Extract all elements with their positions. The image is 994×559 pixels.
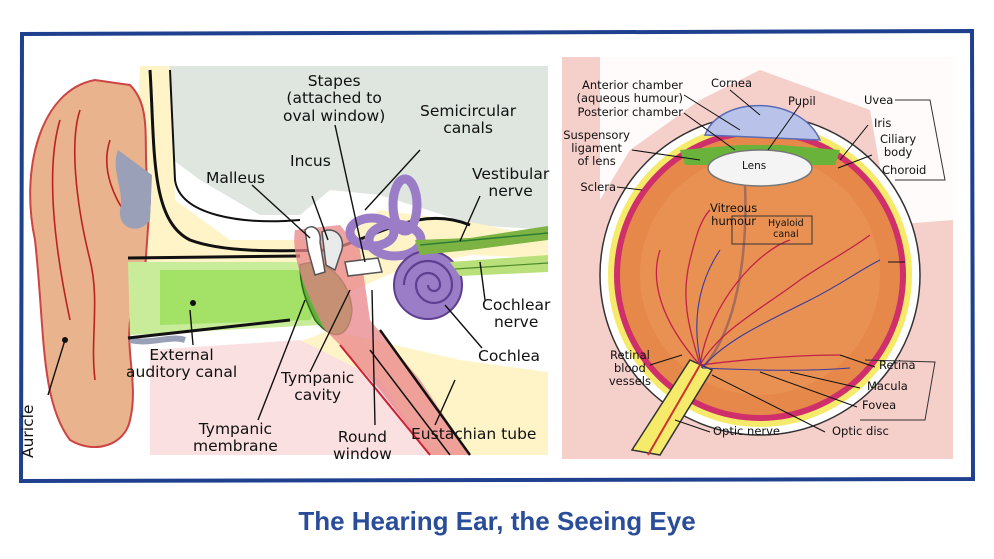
label-line: of lens <box>577 153 616 168</box>
label-line: Vitreous <box>710 201 758 215</box>
label-line: canals <box>443 119 493 138</box>
label-line: Vestibular <box>472 165 550 183</box>
label-tympanic-cavity: Tympanic cavity <box>281 369 355 405</box>
label-line: blood <box>613 360 646 375</box>
label-lens: Lens <box>742 160 767 172</box>
label-cornea: Cornea <box>711 76 753 90</box>
page-title: The Hearing Ear, the Seeing Eye <box>298 506 696 536</box>
label-line: (aqueous humour) <box>576 90 684 105</box>
label-vestibular-nerve: Vestibular nerve <box>472 165 550 201</box>
lens-shape <box>707 149 813 187</box>
label-line: ligament <box>571 140 622 155</box>
label-line: canal <box>773 228 799 240</box>
label-line: cavity <box>294 386 342 405</box>
label-line: Tympanic <box>281 369 355 387</box>
label-cochlea: Cochlea <box>478 347 540 365</box>
label-line: auditory canal <box>126 363 238 382</box>
label-line: Ciliary <box>880 132 917 146</box>
eye-illustration <box>562 57 953 459</box>
optic-nerve-shape <box>630 359 714 456</box>
label-line: (attached to <box>286 89 382 108</box>
cornea-shape <box>703 104 822 141</box>
vestibular-nerve-shape <box>415 226 548 255</box>
label-round-window: Round window <box>333 428 392 464</box>
label-line: Anterior chamber <box>581 78 683 92</box>
stapes-shape <box>344 257 383 277</box>
cochlea-shape <box>393 250 463 320</box>
label-line: Round <box>337 428 387 446</box>
label-line: Retinal <box>610 348 650 362</box>
outer-frame <box>18 28 976 484</box>
label-macula: Macula <box>867 379 908 393</box>
label-line: Cochlear <box>482 296 551 314</box>
label-stapes: Stapes (attached to oval window) <box>283 72 386 125</box>
label-pupil: Pupil <box>788 94 816 108</box>
label-posterior-chamber: Posterior chamber <box>577 105 683 119</box>
label-fovea: Fovea <box>862 398 897 412</box>
label-optic-disc: Optic disc <box>832 424 889 438</box>
diagram-artwork <box>18 28 976 484</box>
label-auricle: Auricle <box>19 404 37 458</box>
label-semicircular-canals: Semicircular canals <box>420 102 517 138</box>
malleus-shape <box>304 226 326 276</box>
incus-shape <box>321 229 344 272</box>
label-choroid: Choroid <box>882 163 927 177</box>
label-line: humour <box>711 213 757 228</box>
label-line: vessels <box>608 373 651 388</box>
label-line: Hyaloid <box>768 218 804 229</box>
retinal-vessels-shape <box>655 209 871 366</box>
label-hyaloid-canal: Hyaloid canal <box>768 218 804 240</box>
label-cochlear-nerve: Cochlear nerve <box>482 296 551 332</box>
label-line: Tympanic <box>198 420 273 438</box>
label-line: External <box>149 346 214 364</box>
label-uvea: Uvea <box>864 93 894 107</box>
label-line: Suspensory <box>563 128 630 142</box>
label-external-auditory-canal: External auditory canal <box>126 346 238 382</box>
cochlear-nerve-shape <box>450 255 548 276</box>
label-line: Stapes <box>307 72 361 90</box>
label-line: Semicircular <box>420 102 517 120</box>
label-ciliary-body: Ciliary body <box>880 133 916 159</box>
label-optic-nerve: Optic nerve <box>713 424 781 438</box>
label-malleus: Malleus <box>206 169 265 187</box>
label-line: nerve <box>488 182 533 201</box>
vitreous-body-shape <box>620 135 900 415</box>
label-line: nerve <box>493 313 539 332</box>
eye-leader-lines <box>616 89 905 433</box>
ear-illustration <box>29 66 549 456</box>
label-anterior-chamber: Anterior chamber (aqueous humour) <box>577 79 684 105</box>
label-retina: Retina <box>879 358 916 372</box>
label-line: oval window) <box>283 106 386 125</box>
label-incus: Incus <box>290 152 331 170</box>
label-retinal-blood-vessels: Retinal blood vessels <box>609 349 651 388</box>
label-vitreous-humour: Vitreous humour <box>710 202 757 228</box>
label-line: window <box>333 445 392 464</box>
label-suspensory-ligament: Suspensory ligament of lens <box>563 129 630 168</box>
label-sclera: Sclera <box>580 180 616 194</box>
label-line: body <box>883 144 913 159</box>
label-tympanic-membrane: Tympanic membrane <box>193 420 278 456</box>
label-eustachian-tube: Eustachian tube <box>411 425 537 443</box>
label-line: membrane <box>193 437 278 456</box>
label-iris: Iris <box>874 116 892 130</box>
ear-leader-lines <box>47 124 486 426</box>
